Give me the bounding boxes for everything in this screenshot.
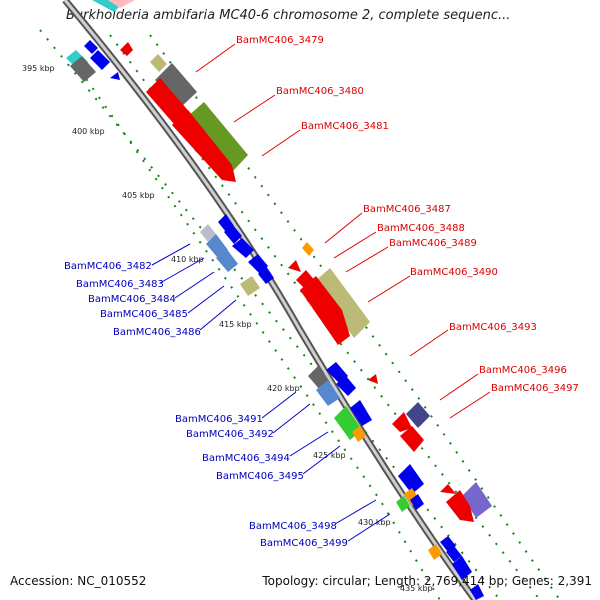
label-3479[interactable]: BamMC406_3479 [236,35,324,46]
label-3491[interactable]: BamMC406_3491 [175,414,263,425]
gene-3497-arrow[interactable] [400,426,424,452]
tick-410: 410 kbp [171,255,204,264]
leader-lines [151,43,491,542]
gene-purple[interactable] [462,482,492,518]
gene-3487-orange[interactable] [302,242,314,256]
tick-425: 425 kbp [313,451,346,460]
gene-3498[interactable] [398,464,424,494]
label-3493[interactable]: BamMC406_3493 [449,322,537,333]
topology-summary: Topology: circular; Length: 2,769,414 bp… [262,574,592,588]
label-3482[interactable]: BamMC406_3482 [64,261,152,272]
kbp-tick-labels: 395 kbp 400 kbp 405 kbp 410 kbp 415 kbp … [22,64,433,593]
label-3488[interactable]: BamMC406_3488 [377,223,465,234]
tick-400: 400 kbp [72,127,105,136]
gene-bottom-orange[interactable] [428,544,442,560]
tick-395: 395 kbp [22,64,55,73]
label-3499[interactable]: BamMC406_3499 [260,538,348,549]
tick-415: 415 kbp [219,320,252,329]
gene-3499[interactable] [396,496,410,512]
gene-grey-box[interactable] [155,63,197,108]
gene-3490-arrow[interactable] [300,276,350,345]
label-3492[interactable]: BamMC406_3492 [186,429,274,440]
label-3483[interactable]: BamMC406_3483 [76,279,164,290]
gene-olive-small[interactable] [150,54,167,72]
tick-435: 435 kbp [400,584,433,593]
gene-blue-395b[interactable] [90,50,110,70]
gene-bottom-blue2[interactable] [446,546,462,562]
label-3490[interactable]: BamMC406_3490 [410,267,498,278]
gene-blue-395a[interactable] [84,40,98,54]
gene-blue-395c[interactable] [110,72,120,80]
gene-3484b[interactable] [232,238,254,258]
tick-405: 405 kbp [122,191,155,200]
gene-3492b[interactable] [336,376,356,396]
gene-3481-green[interactable] [186,102,248,172]
gene-bottom-blue4[interactable] [470,584,484,600]
label-3489[interactable]: BamMC406_3489 [389,238,477,249]
gene-3495[interactable] [352,426,366,442]
map-title: Burkholderia ambifaria MC40-6 chromosome… [66,8,511,23]
gene-3482[interactable] [200,224,216,242]
tick-420: 420 kbp [267,384,300,393]
gene-3486[interactable] [240,276,260,296]
label-3498[interactable]: BamMC406_3498 [249,521,337,532]
gene-3485b[interactable] [258,266,274,284]
gene-3479-arrow[interactable] [120,42,133,56]
gene-3498-arrow[interactable] [440,484,456,494]
label-3495[interactable]: BamMC406_3495 [216,471,304,482]
gene-3492[interactable] [316,380,340,406]
reverse-strand-features [66,0,484,600]
gene-3490-olive[interactable] [314,268,370,338]
label-3496[interactable]: BamMC406_3496 [479,365,567,376]
gene-3488-arrow[interactable] [288,260,301,272]
gene-3481-arrow[interactable] [172,110,236,182]
label-3487[interactable]: BamMC406_3487 [363,204,451,215]
gene-3494b[interactable] [350,400,372,426]
gene-3496-arrow[interactable] [392,412,412,432]
accession-label: Accession: NC_010552 [10,574,147,588]
gene-grey-395[interactable] [70,56,96,82]
label-3497[interactable]: BamMC406_3497 [491,383,579,394]
gene-3496-slate[interactable] [406,402,430,428]
label-3481[interactable]: BamMC406_3481 [301,121,389,132]
label-3480[interactable]: BamMC406_3480 [276,86,364,97]
gene-3493-arrow[interactable] [368,374,378,384]
gene-pink-top[interactable] [108,0,135,8]
outer-guide-2 [149,34,561,600]
gene-3499b[interactable] [410,494,424,510]
gene-3483b[interactable] [224,224,242,244]
label-3484[interactable]: BamMC406_3484 [88,294,176,305]
label-3494[interactable]: BamMC406_3494 [202,453,290,464]
label-3485[interactable]: BamMC406_3485 [100,309,188,320]
forward-strand-features [120,42,492,522]
label-3486[interactable]: BamMC406_3486 [113,327,201,338]
forward-gene-labels: BamMC406_3479 BamMC406_3480 BamMC406_348… [236,35,579,394]
gene-3484[interactable] [216,248,238,272]
reverse-gene-labels: BamMC406_3482 BamMC406_3483 BamMC406_348… [64,261,348,549]
gene-3491b[interactable] [326,362,348,384]
gene-bottom-blue3[interactable] [452,556,472,580]
tick-430: 430 kbp [358,518,391,527]
gene-red-large[interactable] [446,490,474,522]
